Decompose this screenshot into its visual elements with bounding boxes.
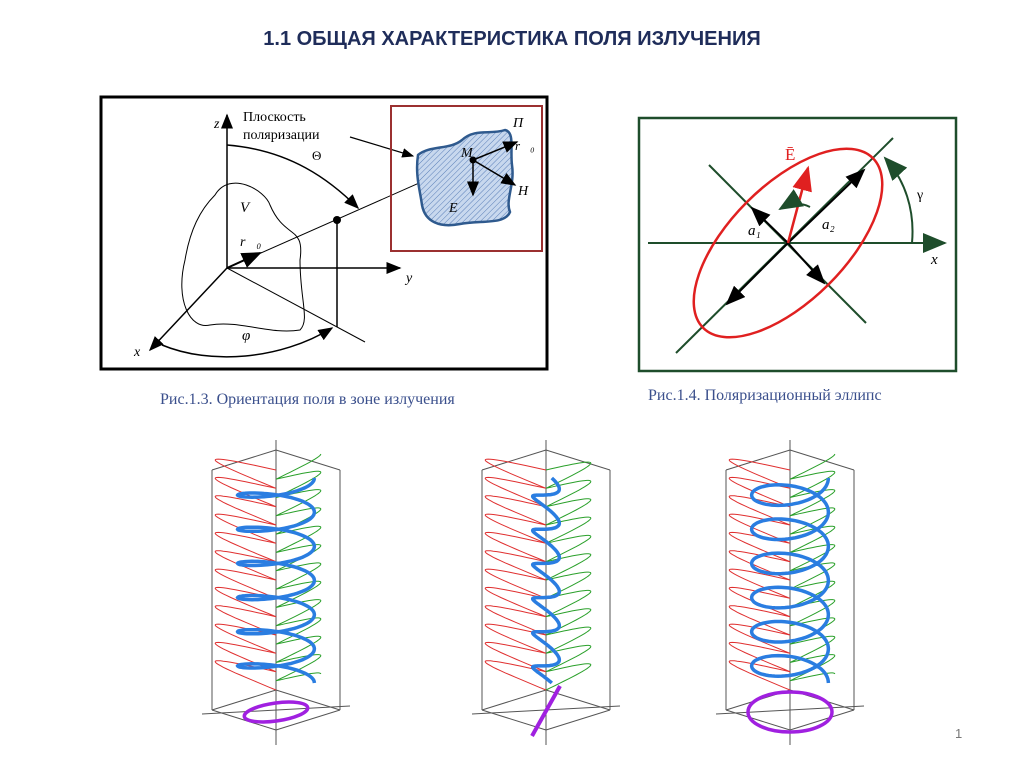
ground-axis <box>715 705 865 715</box>
figure-1-caption: Рис.1.3. Ориентация поля в зоне излучени… <box>160 391 455 408</box>
field-helix <box>530 476 562 685</box>
h-vector-label: H⃗ <box>517 184 539 199</box>
box-edge <box>789 709 855 731</box>
box-edge <box>275 449 341 471</box>
box-edge <box>545 449 611 471</box>
box-edge <box>481 449 547 471</box>
red-wave <box>214 458 277 691</box>
e-vector-label: E⃗ <box>448 201 468 216</box>
box-edge <box>789 449 855 471</box>
volume-outline <box>181 182 305 332</box>
polarization-trace <box>530 685 562 737</box>
helix-circular <box>201 440 351 745</box>
field-helix <box>749 477 831 684</box>
a2-label: a₂ <box>822 217 835 233</box>
plane-label-line1: Плоскость <box>243 110 306 125</box>
theta-label: Θ <box>312 148 321 163</box>
r0-small-label: r⃗₀ <box>515 138 535 153</box>
helix-circular-wide <box>715 440 865 745</box>
plane-label-line2: поляризации <box>243 128 320 143</box>
polarization-trace <box>746 690 834 734</box>
box-edge <box>725 449 791 471</box>
axis-x-label: x <box>930 252 938 268</box>
ground-axis <box>201 705 351 715</box>
box-edge <box>275 709 341 731</box>
slide-title: 1.1 ОБЩАЯ ХАРАКТЕРИСТИКА ПОЛЯ ИЗЛУЧЕНИЯ <box>263 28 761 50</box>
page-number: 1 <box>955 726 963 741</box>
field-orientation-diagram: Плоскость поляризации z y x Θ φ V r⃗₀ M … <box>99 95 549 371</box>
box-edge <box>211 689 277 711</box>
axis-z-label: z <box>213 117 220 132</box>
box-edge <box>545 709 611 731</box>
box-edge <box>481 689 547 711</box>
phi-label: φ <box>242 328 250 344</box>
axis-y-label: y <box>404 271 413 286</box>
point-m-label: M <box>460 146 474 161</box>
r0-label: r⃗₀ <box>240 235 261 250</box>
green-wave <box>545 461 592 691</box>
gamma-label: γ <box>916 188 923 203</box>
polarization-trace <box>242 700 310 724</box>
green-wave <box>275 453 322 682</box>
box-edge <box>211 449 277 471</box>
helix-linear <box>471 440 621 745</box>
green-wave <box>789 453 836 682</box>
poynting-label: Π⃗ <box>512 116 534 131</box>
polarization-helix-illustrations <box>201 440 865 745</box>
red-wave <box>728 458 791 691</box>
volume-label: V <box>240 200 251 216</box>
figure-2-caption: Рис.1.4. Поляризационный эллипс <box>648 387 882 404</box>
e-vector-label: Ē <box>785 145 795 164</box>
axis-x-label: x <box>133 345 141 360</box>
a1-label: a₁ <box>748 223 761 239</box>
polarization-ellipse-diagram: Ē a₁ a₂ γ x <box>637 116 958 373</box>
field-helix <box>235 477 317 684</box>
